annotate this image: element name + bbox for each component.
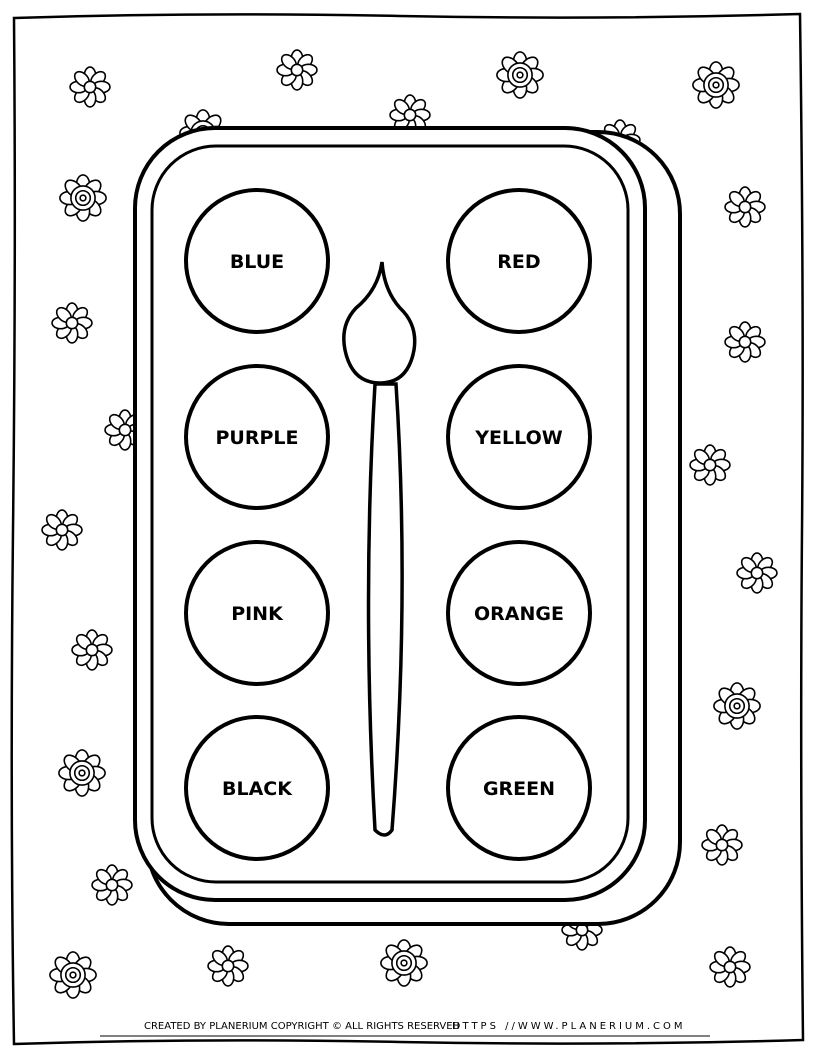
flower-icon (276, 49, 318, 91)
flower-icon (71, 629, 113, 671)
flower-decorations (41, 49, 778, 999)
palette-inner (150, 144, 630, 884)
color-label: RED (497, 251, 540, 273)
paint-palette: BLUE RED PURPLE YELLOW PINK ORANGE BLACK GREEN (133, 126, 682, 926)
color-label: BLUE (230, 251, 284, 273)
flower-icon (59, 174, 107, 222)
paint-well-black[interactable]: BLACK (184, 715, 330, 861)
flower-icon (701, 824, 743, 866)
page-border (10, 12, 805, 1046)
flower-icon (41, 509, 83, 551)
paint-well-circle[interactable] (446, 364, 592, 510)
paint-well-circle[interactable] (184, 540, 330, 686)
paint-well-purple[interactable]: PURPLE (184, 364, 330, 510)
paint-well-circle[interactable] (446, 715, 592, 861)
paint-well-red[interactable]: RED (446, 188, 592, 334)
footer-credit: CREATED BY PLANERIUM COPYRIGHT © ALL RIG… (144, 1021, 461, 1032)
flower-icon (49, 951, 97, 999)
paint-well-circle[interactable] (184, 364, 330, 510)
flower-icon (69, 66, 111, 108)
paint-well-circle[interactable] (446, 188, 592, 334)
color-label: PURPLE (216, 427, 299, 449)
color-label: YELLOW (474, 427, 562, 449)
flower-icon (58, 749, 106, 797)
paint-well-blue[interactable]: BLUE (184, 188, 330, 334)
paint-well-pink[interactable]: PINK (184, 540, 330, 686)
flower-icon (724, 321, 766, 363)
color-label: GREEN (483, 778, 555, 800)
paint-well-green[interactable]: GREEN (446, 715, 592, 861)
paintbrush (342, 261, 417, 837)
flower-icon (713, 682, 761, 730)
flower-icon (91, 864, 133, 906)
flower-icon (496, 51, 544, 99)
flower-icon (709, 946, 751, 988)
flower-icon (207, 945, 249, 987)
flower-icon (736, 552, 778, 594)
brush-handle (366, 382, 404, 837)
paint-well-yellow[interactable]: YELLOW (446, 364, 592, 510)
color-label: PINK (231, 603, 284, 625)
flower-icon (380, 939, 428, 987)
flower-icon (692, 61, 740, 109)
color-label: BLACK (222, 778, 293, 800)
footer-url: HTTPS //WWW.PLANERIUM.COM (452, 1021, 686, 1032)
flower-icon (724, 186, 766, 228)
paint-well-circle[interactable] (184, 188, 330, 334)
color-label: ORANGE (474, 603, 564, 625)
paint-well-orange[interactable]: ORANGE (446, 540, 592, 686)
paint-well-circle[interactable] (184, 715, 330, 861)
flower-icon (689, 444, 731, 486)
flower-icon (51, 302, 93, 344)
paint-well-circle[interactable] (446, 540, 592, 686)
